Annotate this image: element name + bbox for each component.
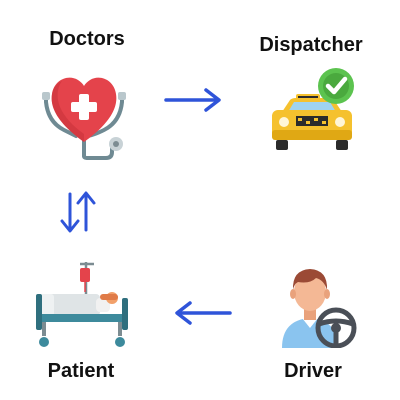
dispatcher-label: Dispatcher <box>259 34 363 56</box>
driver-steering-wheel-icon <box>282 269 357 348</box>
taxi-checkmark-icon <box>272 68 354 150</box>
hospital-bed-icon <box>36 262 128 347</box>
arrow-right-icon <box>164 88 221 112</box>
patient-label: Patient <box>47 360 115 382</box>
doctors-label: Doctors <box>49 28 125 50</box>
arrow-left-icon <box>175 301 232 325</box>
driver-label: Driver <box>284 360 342 382</box>
heart-stethoscope-icon <box>42 77 126 160</box>
bidirectional-arrows-icon <box>60 191 96 233</box>
